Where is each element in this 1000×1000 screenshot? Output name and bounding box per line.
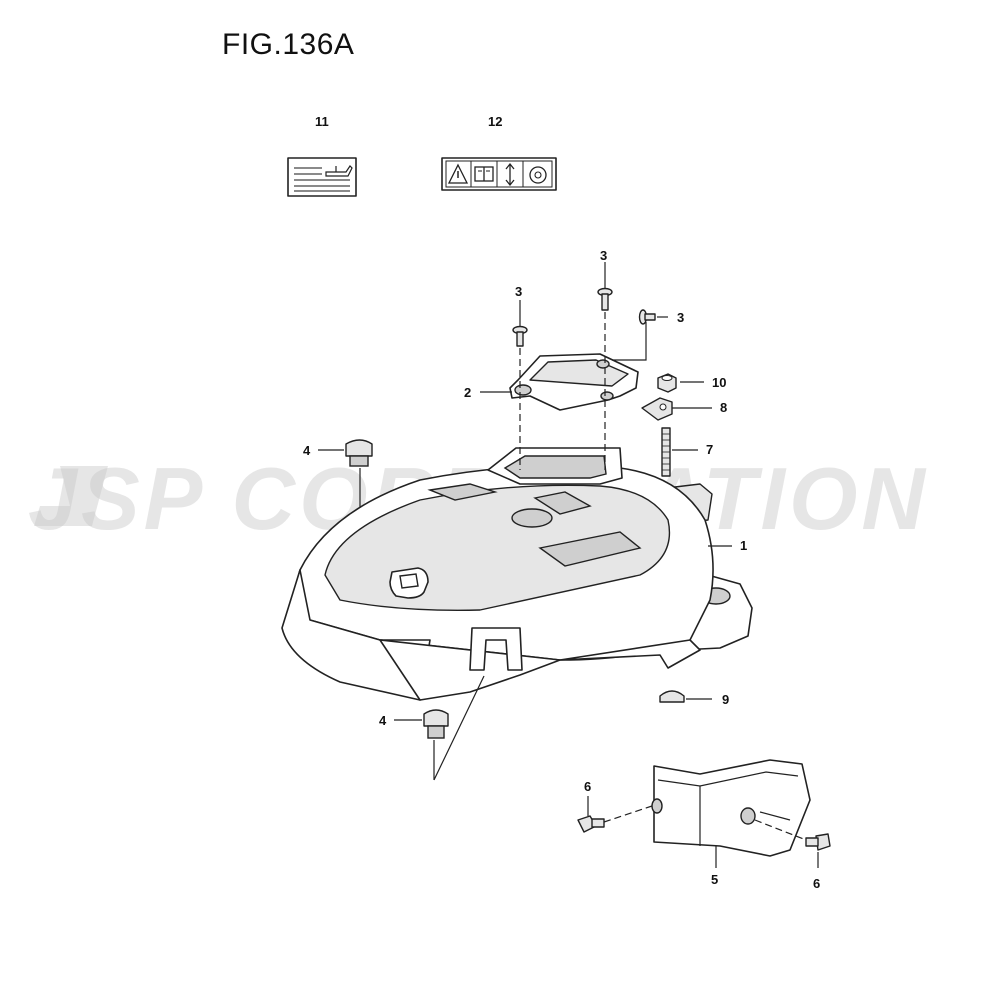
rotation-icon bbox=[529, 166, 547, 184]
washer-part-8 bbox=[641, 397, 673, 421]
caution-label-11 bbox=[287, 157, 357, 197]
stud-part-7 bbox=[661, 427, 671, 477]
grommet-part-4-top bbox=[345, 439, 373, 467]
oil-can-icon bbox=[325, 165, 353, 177]
callout-12: 12 bbox=[488, 114, 503, 129]
callout-5: 5 bbox=[711, 872, 719, 887]
warning-label-12 bbox=[441, 157, 557, 191]
cap-part-9 bbox=[659, 690, 685, 703]
grommet-part-4-bottom bbox=[423, 709, 449, 739]
bolt-part-6-left bbox=[577, 815, 605, 833]
engine-top-cover-part-1 bbox=[281, 447, 753, 701]
screw-part-3-right bbox=[638, 309, 656, 325]
screw-part-3-left bbox=[512, 325, 528, 347]
leader-lines bbox=[318, 262, 819, 868]
jsp-logo-icon bbox=[34, 466, 108, 526]
callout-4-top: 4 bbox=[303, 443, 311, 458]
nut-part-10 bbox=[657, 373, 677, 393]
figure-title: FIG.136A bbox=[222, 28, 355, 61]
screw-part-3-center bbox=[597, 287, 613, 311]
callout-2: 2 bbox=[464, 385, 472, 400]
bracket-part-2 bbox=[509, 353, 639, 411]
assembly-lines bbox=[519, 312, 807, 841]
callout-3-center: 3 bbox=[600, 248, 608, 263]
callout-4-bottom: 4 bbox=[379, 713, 387, 728]
callout-6-right: 6 bbox=[813, 876, 821, 891]
manual-book-icon bbox=[474, 166, 494, 182]
callout-3-right: 3 bbox=[677, 310, 685, 325]
callout-6-left: 6 bbox=[584, 779, 592, 794]
bolt-part-6-right bbox=[805, 833, 831, 851]
callout-10: 10 bbox=[712, 375, 727, 390]
warning-triangle-icon bbox=[447, 163, 469, 184]
callout-9: 9 bbox=[722, 692, 730, 707]
callout-8: 8 bbox=[720, 400, 728, 415]
callout-11: 11 bbox=[315, 114, 329, 129]
up-down-arrow-icon bbox=[505, 162, 515, 187]
callout-7: 7 bbox=[706, 442, 714, 457]
callout-1: 1 bbox=[740, 538, 748, 553]
callout-3-left: 3 bbox=[515, 284, 523, 299]
side-cover-part-5 bbox=[651, 759, 811, 857]
